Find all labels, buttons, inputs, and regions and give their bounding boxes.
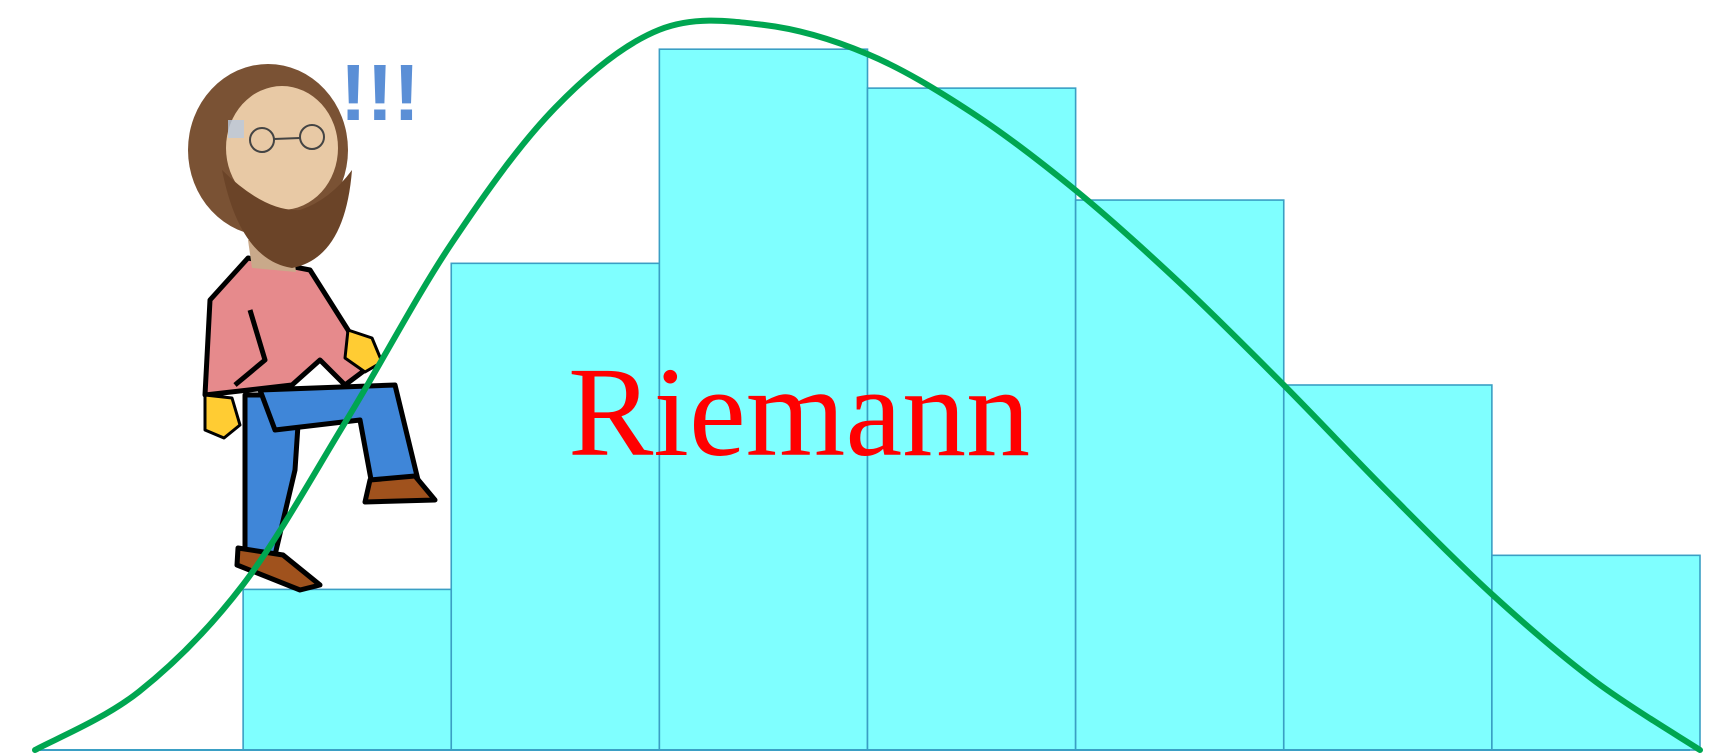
cartoon-riemann-climbing-icon bbox=[188, 64, 438, 593]
right-hand-icon bbox=[343, 328, 384, 374]
riemann-bar-7 bbox=[1491, 554, 1701, 751]
riemann-bar-1 bbox=[242, 588, 453, 751]
portrait-head-icon bbox=[188, 64, 352, 268]
smooth-function-curve bbox=[32, 17, 1703, 753]
pink-shirt-body-icon bbox=[202, 255, 368, 398]
riemann-bar-2 bbox=[450, 262, 661, 751]
title-label: Riemann bbox=[568, 341, 1030, 483]
back-shoe-icon bbox=[234, 545, 323, 593]
left-hand-icon bbox=[203, 393, 242, 440]
front-shoe-icon bbox=[362, 473, 438, 505]
riemann-bar-3 bbox=[658, 48, 869, 751]
riemann-bar-6 bbox=[1282, 384, 1493, 751]
arm-line-icon bbox=[233, 309, 268, 387]
riemann-bars bbox=[242, 48, 1701, 751]
riemann-bar-5 bbox=[1074, 199, 1285, 751]
riemann-bar-4 bbox=[866, 87, 1077, 751]
exclamation-marks: !!! bbox=[340, 48, 420, 137]
